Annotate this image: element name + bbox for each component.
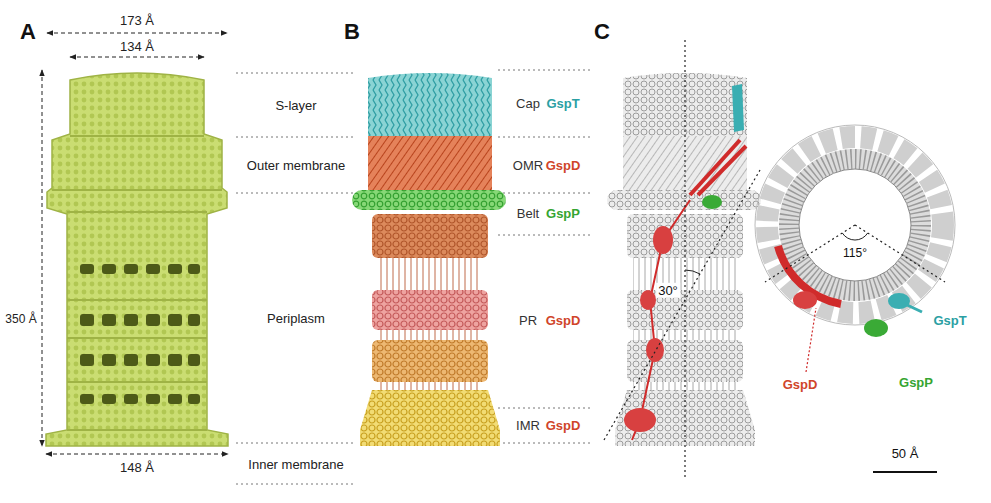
protein-label: GspD — [544, 158, 583, 173]
label-anchor: Belt — [515, 204, 541, 222]
label-anchor: PR — [517, 311, 539, 329]
label-anchor: 173 Å — [118, 11, 156, 29]
panel-letter: C — [592, 19, 612, 44]
region-label: IMR — [514, 418, 542, 433]
label-anchor: Outer membrane — [245, 156, 347, 174]
dimension-lines — [42, 33, 228, 454]
label-anchor: GspD — [544, 311, 583, 329]
angle-label: 115° — [841, 246, 869, 260]
protein-label: GspT — [931, 313, 968, 328]
label-anchor: 148 Å — [118, 458, 156, 476]
dimension-label: 173 Å — [118, 13, 156, 28]
gray-model — [607, 73, 761, 446]
label-anchor: GspT — [931, 311, 968, 329]
ribbon-model — [352, 73, 506, 446]
protein-label: GspP — [897, 375, 935, 390]
label-anchor: 134 Å — [118, 37, 156, 55]
protein-label: GspP — [544, 206, 582, 221]
protein-label: GspD — [781, 377, 820, 392]
scale-bar — [873, 471, 937, 473]
region-label: S-layer — [273, 98, 318, 113]
label-anchor: GspD — [781, 375, 820, 393]
dimension-label: 148 Å — [118, 460, 156, 475]
label-anchor: S-layer — [273, 96, 318, 114]
label-anchor: GspP — [897, 373, 935, 391]
label-anchor: Cap — [514, 94, 542, 112]
label-anchor: 350 Å — [3, 309, 38, 327]
region-label: PR — [517, 313, 539, 328]
angle-arc — [685, 270, 700, 274]
label-anchor: 30° — [656, 281, 680, 299]
protein-label: GspT — [544, 96, 581, 111]
region-label: Inner membrane — [246, 457, 345, 472]
density-map — [46, 73, 228, 446]
panel-letter: A — [18, 19, 38, 44]
scale-label: 50 Å — [890, 446, 921, 461]
label-anchor: GspT — [544, 94, 581, 112]
label-anchor: 50 Å — [890, 444, 921, 462]
label-anchor: Inner membrane — [246, 455, 345, 473]
region-label: Cap — [514, 96, 542, 111]
angle-guides — [604, 40, 760, 478]
label-anchor: C — [592, 19, 612, 44]
protein-label: GspD — [544, 418, 583, 433]
region-label: Periplasm — [265, 311, 327, 326]
label-anchor: B — [342, 19, 362, 44]
region-label: OMR — [511, 158, 545, 173]
panel-letter: B — [342, 19, 362, 44]
region-label: Belt — [515, 206, 541, 221]
dimension-label: 350 Å — [3, 312, 38, 326]
label-anchor: 115° — [841, 243, 869, 261]
label-anchor: A — [18, 19, 38, 44]
label-anchor: GspP — [544, 204, 582, 222]
label-anchor: OMR — [511, 156, 545, 174]
top-view — [755, 125, 955, 372]
protein-label: GspD — [544, 313, 583, 328]
region-separators — [236, 70, 592, 484]
label-anchor: GspD — [544, 416, 583, 434]
region-label: Outer membrane — [245, 158, 347, 173]
label-anchor: Periplasm — [265, 309, 327, 327]
label-anchor: GspD — [544, 156, 583, 174]
label-anchor: IMR — [514, 416, 542, 434]
dimension-label: 134 Å — [118, 39, 156, 54]
angle-label: 30° — [656, 283, 680, 298]
